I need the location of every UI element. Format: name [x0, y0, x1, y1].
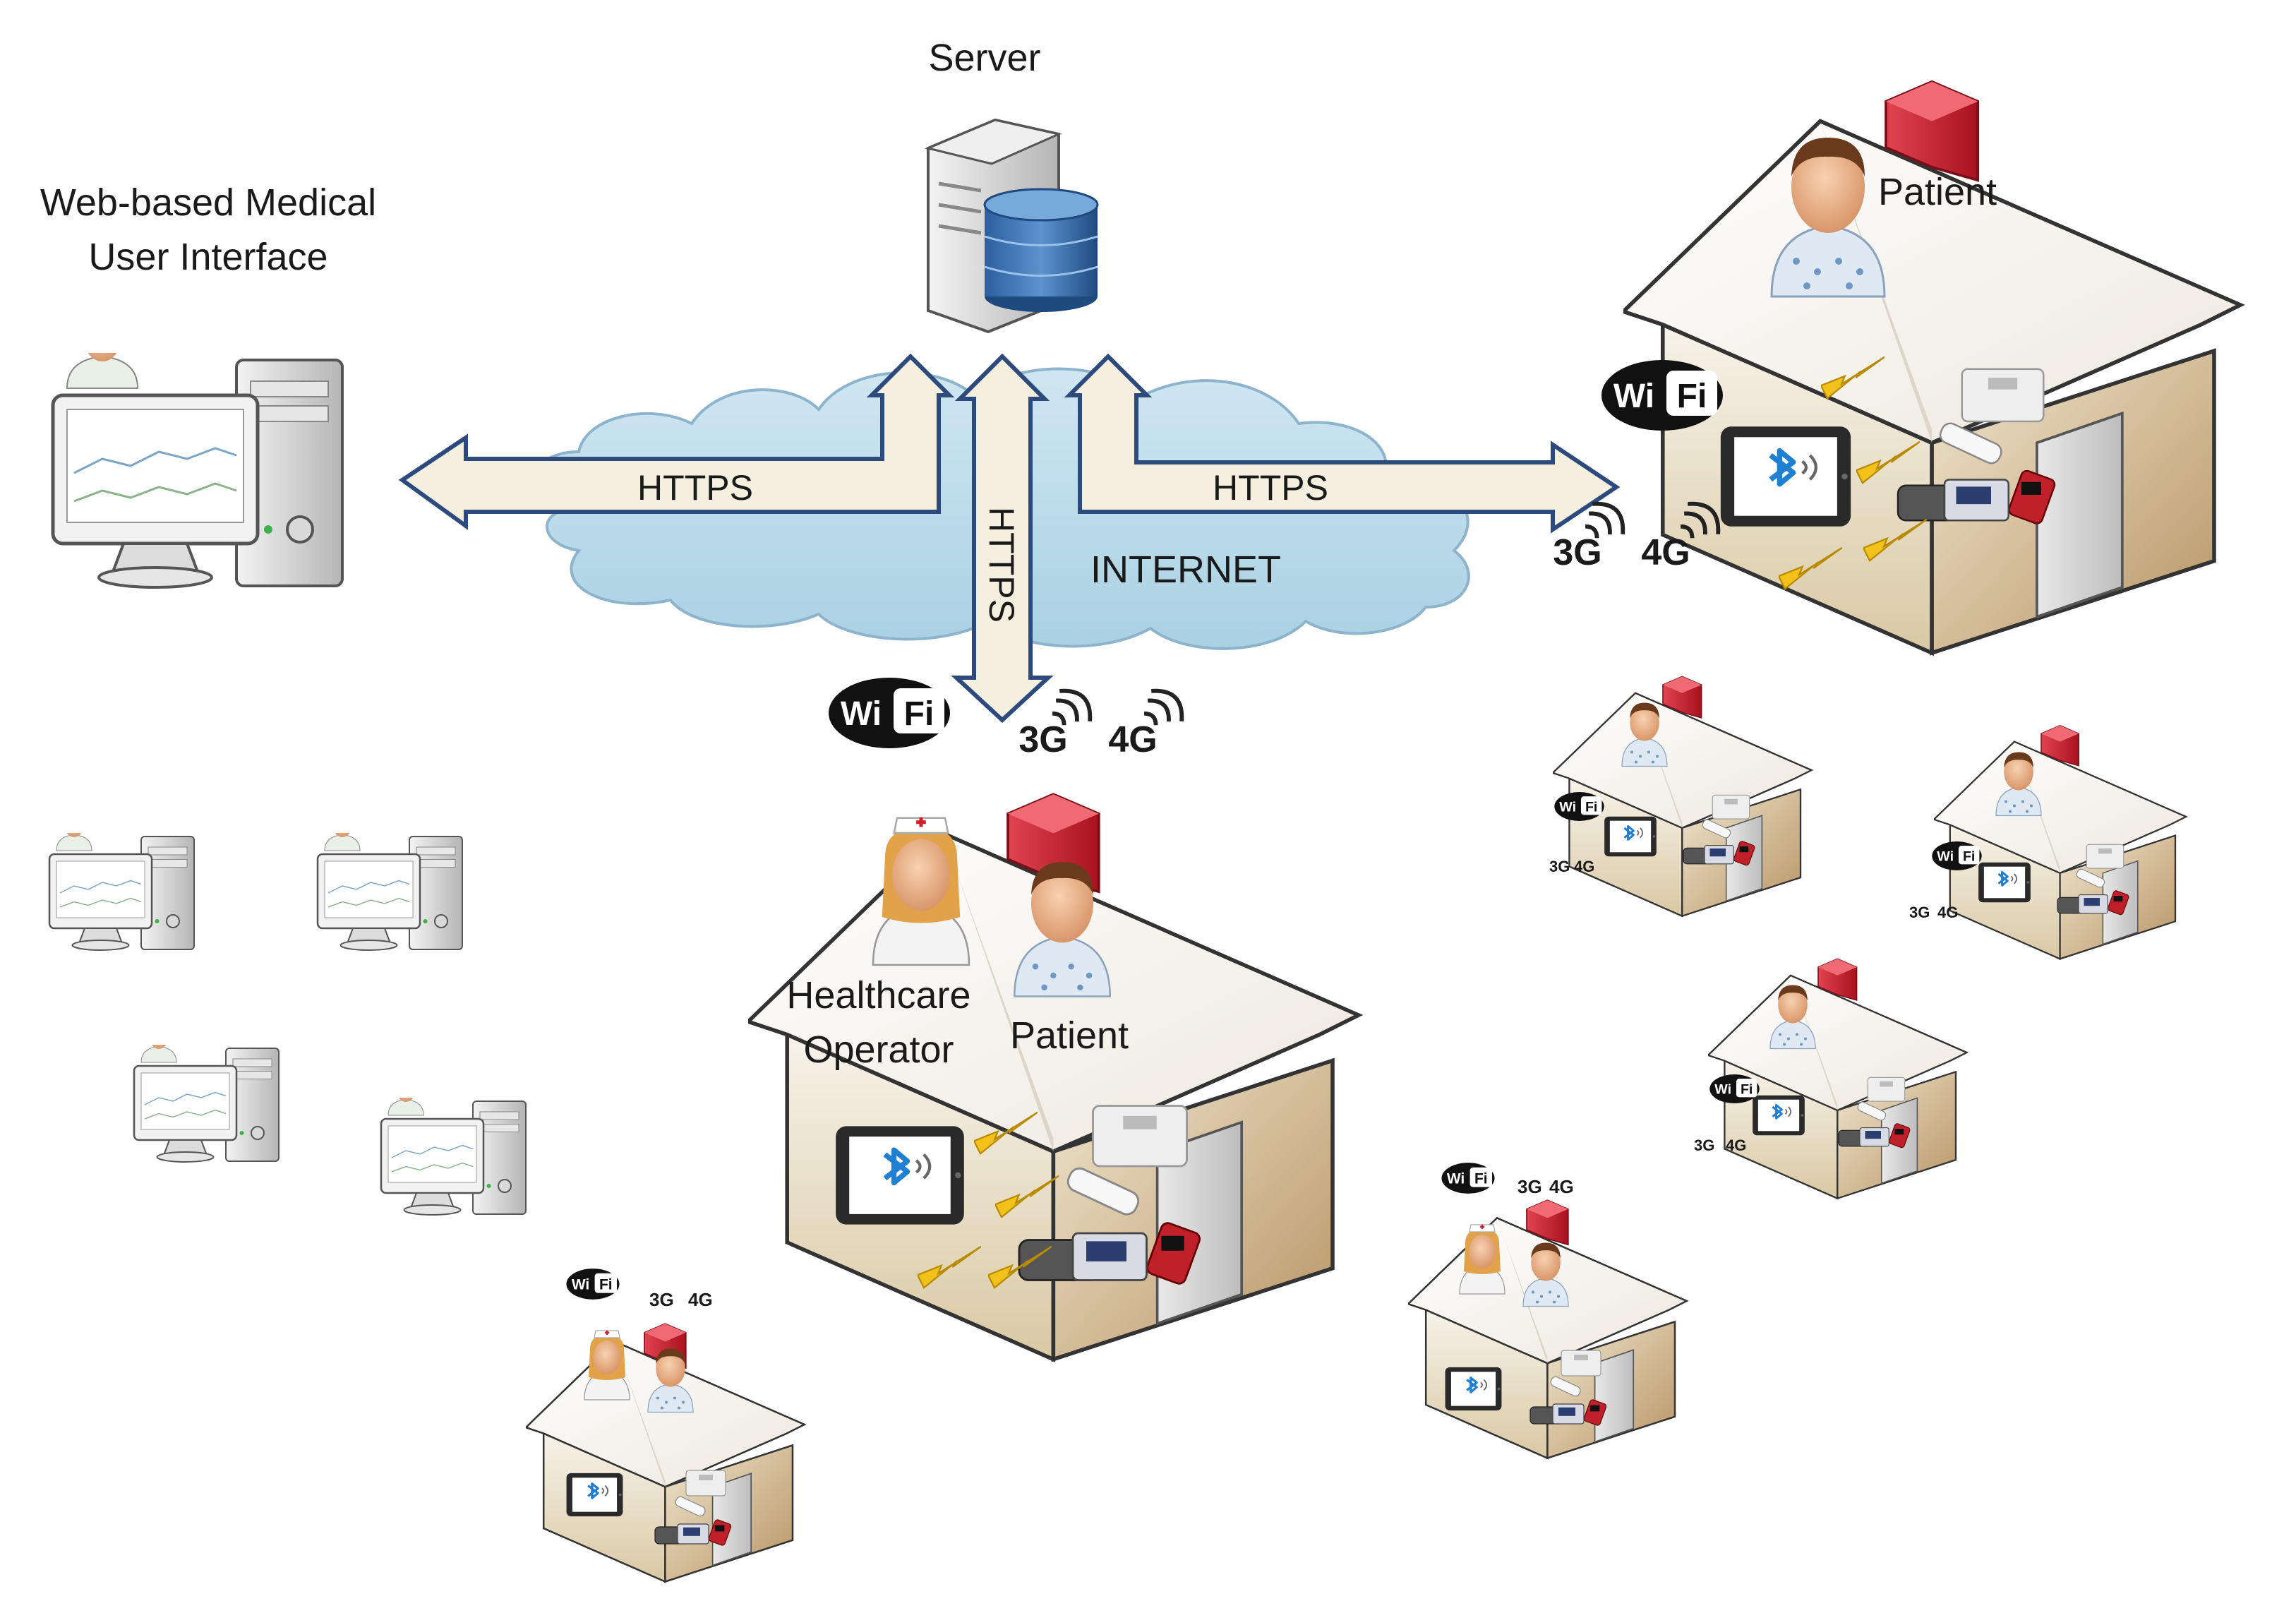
arrow-left-https	[398, 353, 955, 530]
internet-label: INTERNET	[1090, 548, 1281, 591]
patient-top-label: Patient	[1878, 171, 1997, 213]
bluetooth-tablet-icon	[1977, 861, 2032, 904]
bluetooth-tablet-icon	[565, 1472, 625, 1518]
patient-house-small	[1553, 676, 1813, 917]
net-3g-label: 3G	[1018, 719, 1067, 760]
net-4g-label: 4G	[1108, 719, 1157, 760]
bluetooth-tablet-icon	[1721, 426, 1851, 526]
net-4g-label: 4G	[1574, 858, 1594, 875]
wifi-logo-icon	[1554, 792, 1604, 821]
net-4g-label: 4G	[1641, 532, 1690, 573]
net-4g-label: 4G	[1549, 1176, 1574, 1197]
net-3g-label: 3G	[1909, 904, 1930, 921]
bluetooth-tablet-icon	[1443, 1366, 1503, 1412]
https-arrows	[398, 353, 1621, 724]
net-3g-label: 3G	[1549, 858, 1570, 875]
net-4g-label: 4G	[688, 1289, 713, 1310]
doctor-computer-icon	[380, 1098, 527, 1216]
net-3g-label: 3G	[649, 1289, 674, 1310]
net-3g-label: 3G	[1517, 1176, 1542, 1197]
https-left-label: HTTPS	[637, 468, 753, 508]
server-label: Server	[928, 37, 1040, 79]
wifi-logo-icon	[566, 1269, 620, 1300]
healthcare-operator-label-line2: Operator	[803, 1029, 954, 1071]
healthcare-operator-label-line1: Healthcare	[786, 974, 970, 1017]
wifi-logo-icon	[829, 678, 950, 748]
patient-house-small	[1932, 724, 2187, 960]
patient-house-icon	[1934, 724, 2187, 960]
wifi-logo-icon	[1709, 1074, 1760, 1103]
server-database-icon	[925, 118, 1099, 334]
patient-house-icon	[1623, 82, 2240, 653]
doctor-computer-icon	[133, 1045, 280, 1163]
web-ui-label-line1: Web-based Medical	[40, 181, 376, 224]
net-4g-label: 4G	[1726, 1137, 1746, 1154]
arrow-vertical-https	[951, 353, 1054, 724]
nurse-avatar-icon	[584, 1329, 630, 1401]
net-3g-label: 3G	[1553, 532, 1601, 573]
https-vertical-label: HTTPS	[982, 507, 1021, 623]
patient-house-small	[1708, 958, 1968, 1199]
bluetooth-tablet-icon	[836, 1126, 964, 1224]
net-3g-label: 3G	[1694, 1137, 1714, 1154]
arrow-right-https	[1064, 353, 1621, 534]
wifi-logo-icon	[1601, 360, 1723, 431]
web-ui-label-line2: User Interface	[88, 236, 327, 278]
wifi-logo-icon	[1932, 841, 1982, 870]
doctor-computer-icon	[53, 315, 342, 587]
patient-center-label: Patient	[1010, 1014, 1129, 1057]
https-right-label: HTTPS	[1213, 468, 1328, 508]
wifi-logo-icon	[1441, 1163, 1495, 1194]
healthcare-house-small	[526, 1269, 806, 1583]
healthcare-house-small	[1408, 1163, 1688, 1459]
doctor-computer-icon	[48, 833, 196, 952]
bluetooth-tablet-icon	[1603, 815, 1658, 858]
net-4g-label: 4G	[1937, 904, 1958, 921]
bluetooth-tablet-icon	[1751, 1094, 1806, 1137]
doctor-computer-icon	[316, 833, 464, 952]
